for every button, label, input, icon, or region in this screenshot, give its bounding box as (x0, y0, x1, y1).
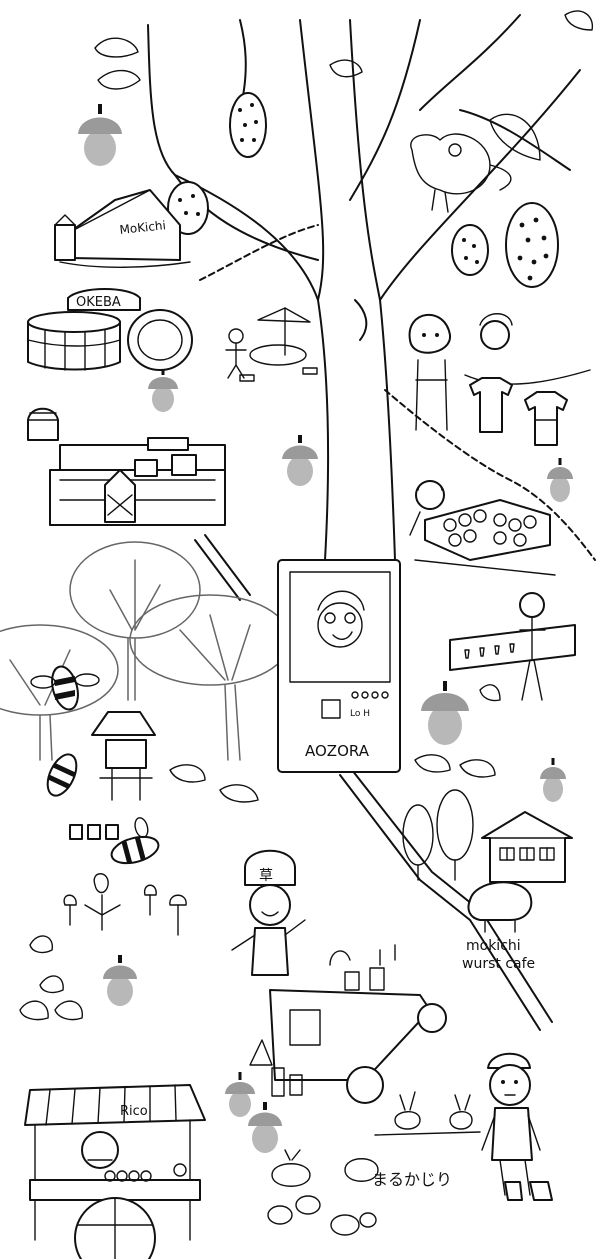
flower-cart (249, 944, 447, 1104)
marukajiri-label: まるかじり (372, 1170, 452, 1189)
aozora-sign: AOZORA (305, 742, 370, 760)
hat-kanji: 草 (259, 868, 273, 884)
rico-sign: Rico (120, 1104, 148, 1119)
bee-icon (30, 665, 100, 711)
tshirt-1 (469, 377, 513, 433)
cup-stall (449, 592, 576, 701)
acorn-icon (421, 681, 469, 745)
leaves (94, 10, 594, 161)
rico-stand: Rico (24, 1084, 206, 1259)
okeba-barrels: OKEBA (27, 288, 193, 371)
paths (194, 224, 596, 1031)
pastry-stand (27, 407, 226, 526)
vending-buttons-label: Lo H (350, 709, 370, 719)
boy-with-cap (481, 1052, 553, 1201)
acorn-icon (540, 758, 566, 802)
acorn-icon (282, 435, 318, 486)
acorn-icon (225, 1072, 255, 1117)
acorn-icon (547, 458, 573, 502)
mokichi-house: MoKichi (54, 189, 191, 268)
vegetables (267, 1091, 481, 1236)
acorn-icon (148, 367, 178, 412)
cafe-trees (402, 789, 474, 881)
acorn-icon (103, 955, 137, 1006)
leaf-icon (94, 37, 139, 58)
ground-leaves (19, 684, 501, 1021)
leaf-icon (564, 10, 594, 31)
umbrella-table (225, 307, 318, 382)
house-icon (481, 811, 573, 883)
tulip-icon (63, 873, 187, 936)
bee-icon (110, 817, 160, 865)
leaf-icon (489, 113, 541, 161)
clothes-line-scene (408, 313, 591, 446)
mokichi-sign: MoKichi (119, 218, 167, 237)
okeba-sign: OKEBA (76, 295, 121, 310)
acorn-icon (248, 1102, 282, 1153)
spotted-pods (167, 92, 559, 288)
aozora-vending-machine: Lo H AOZORA (277, 559, 401, 773)
gardener: 草 (231, 849, 306, 976)
bird-icon (410, 133, 512, 213)
donut-stand (409, 480, 556, 576)
wurst-cafe-line2: wurst cafe (462, 956, 535, 972)
pale-trees (0, 541, 291, 761)
wurst-cafe-line1: mokichi (466, 938, 521, 954)
tshirt-2 (524, 391, 568, 446)
scarecrow (91, 711, 156, 801)
leaf-icon (329, 59, 363, 78)
boar (467, 881, 533, 933)
acorn-icon (78, 104, 122, 166)
bee-icon (46, 753, 78, 797)
jars (69, 824, 119, 840)
leaf-icon (97, 69, 141, 90)
